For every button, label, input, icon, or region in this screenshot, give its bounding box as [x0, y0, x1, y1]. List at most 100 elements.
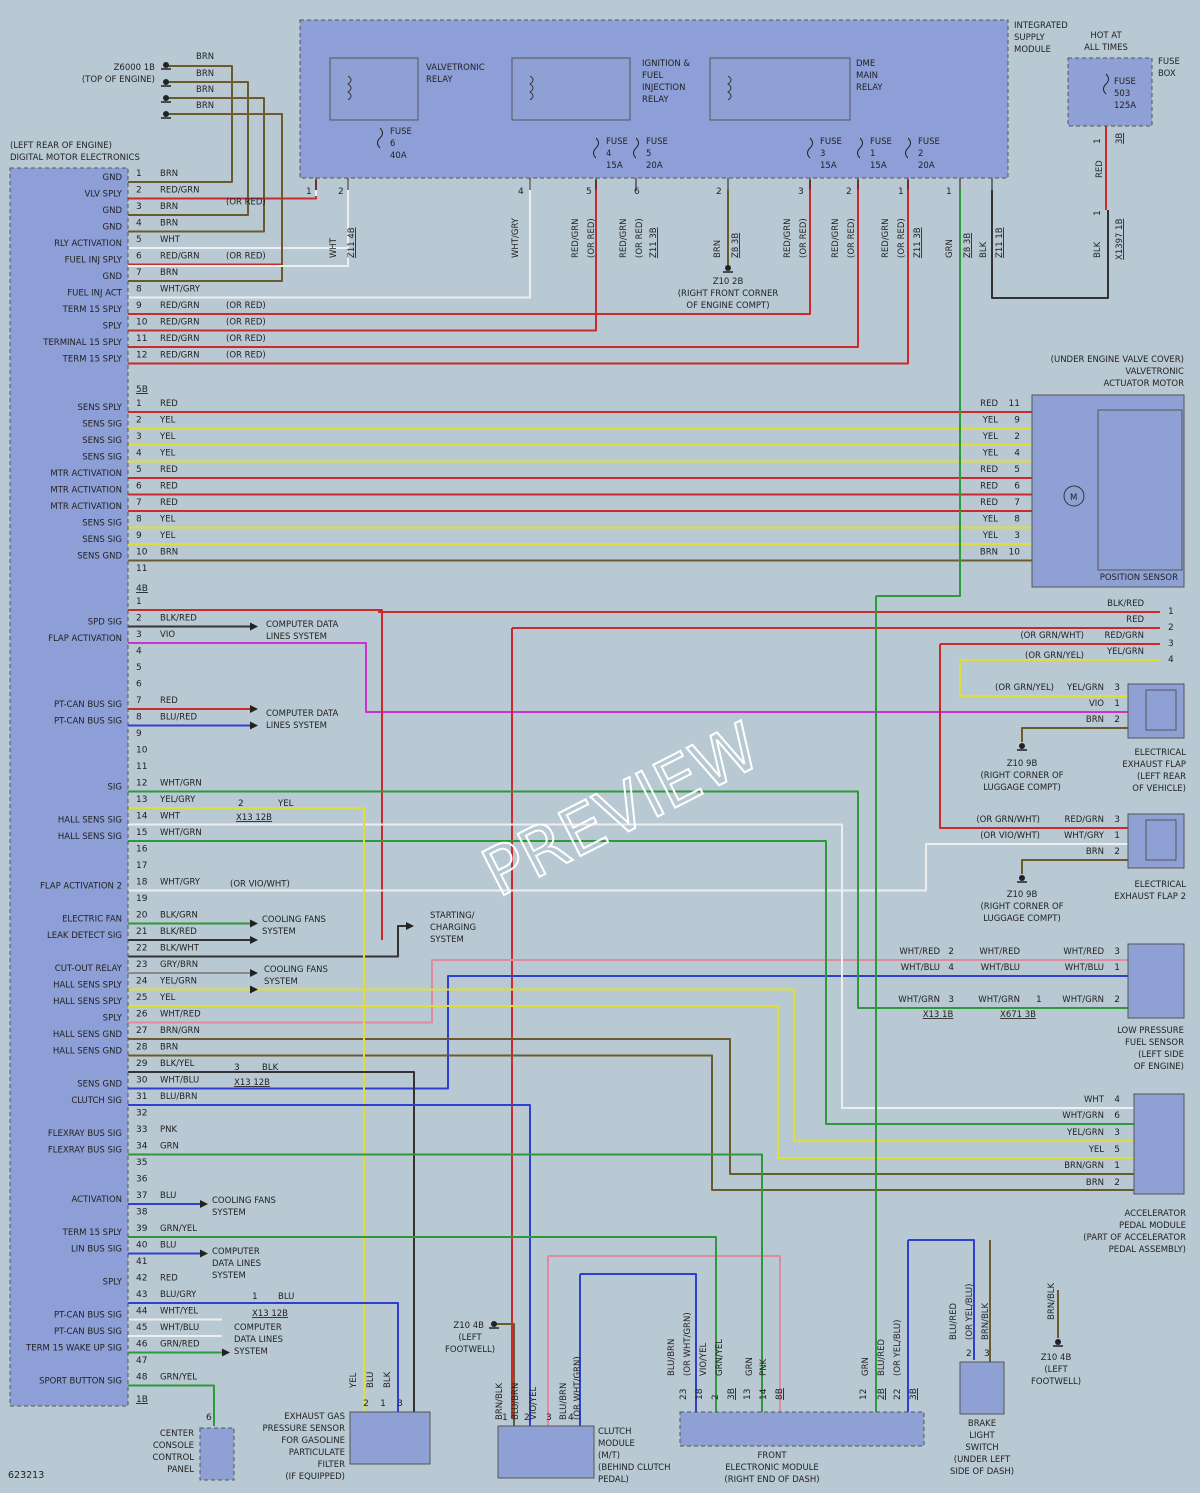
- wire-label: BLK: [262, 1063, 279, 1073]
- pin-label: GND: [103, 223, 123, 233]
- brake-light-switch: [959, 1361, 1005, 1415]
- pin-number: 2: [948, 947, 954, 957]
- wire-alt-label: (OR RED): [226, 301, 266, 311]
- dme-title: (LEFT REAR OF ENGINE): [10, 141, 112, 151]
- wire-label: RED: [160, 482, 178, 492]
- pin-number: 4: [948, 963, 954, 973]
- pin-label: PT-CAN BUS SIG: [54, 1327, 122, 1337]
- pin-number: 5: [136, 465, 142, 475]
- component-name: (PART OF ACCELERATOR: [1083, 1233, 1186, 1243]
- wire-label: VIO/YEL: [699, 1343, 709, 1376]
- component-name: MODULE: [1014, 45, 1051, 55]
- fem-wire: [876, 190, 961, 597]
- component-name: EXHAUST GAS: [284, 1412, 345, 1422]
- wire-label: BLU/RED: [160, 713, 198, 723]
- ism-wire: [991, 190, 1109, 299]
- component-name: LOW PRESSURE: [1117, 1026, 1184, 1036]
- wire-label: BLU: [366, 1372, 376, 1388]
- pin-number: 46: [136, 1340, 148, 1350]
- wire-label: BRN/BLK: [495, 1382, 505, 1420]
- wire-label: WHT/GRN: [978, 995, 1020, 1005]
- pin-number: 39: [136, 1224, 148, 1234]
- pin-label: HALL SENS SPLY: [53, 981, 123, 991]
- wire-label: BRN/BLK: [981, 1302, 991, 1340]
- pin-number: 1: [898, 187, 904, 197]
- wire-label: WHT/GRN: [1062, 995, 1104, 1005]
- pin-number: 44: [136, 1307, 148, 1317]
- wire-label: GRN: [745, 1357, 755, 1376]
- fuse-icon: [807, 137, 813, 159]
- ground-label: Z10 9B: [1007, 890, 1038, 900]
- dme-wire: [128, 180, 531, 299]
- component-name: ELECTRICAL: [1134, 880, 1186, 890]
- ground-wire: [1021, 727, 1140, 742]
- pin-number: 26: [136, 1010, 148, 1020]
- pin-number: 22: [893, 1389, 903, 1400]
- pin-number: 1: [306, 187, 312, 197]
- connector-label: X13 1B: [923, 1010, 954, 1020]
- center-console-control-panel: [199, 1427, 235, 1481]
- pin-number: 12: [136, 351, 147, 361]
- component-name: MODULE: [598, 1439, 635, 1449]
- fuse-label: 3: [820, 149, 825, 159]
- pin-number: 2: [716, 187, 722, 197]
- pin-number: 25: [136, 993, 147, 1003]
- pin-number: 23: [679, 1389, 689, 1400]
- component-name: BRAKE: [968, 1419, 996, 1429]
- motor-icon: [1063, 485, 1085, 507]
- system-ref-label: COOLING FANS: [264, 965, 328, 975]
- ground-wire: [1021, 859, 1140, 874]
- wire-label: BRN: [1086, 847, 1104, 857]
- wire-label: BLK: [1093, 241, 1103, 258]
- connector-label: X13 12B: [252, 1309, 288, 1319]
- system-ref-label: SYSTEM: [234, 1347, 268, 1357]
- arrow-icon: [250, 705, 258, 713]
- system-ref-label: SYSTEM: [212, 1208, 246, 1218]
- wire-label: BLU: [278, 1292, 294, 1302]
- relay-name: RELAY: [426, 75, 453, 85]
- pedal-wire: [128, 1038, 1134, 1175]
- pin-number: 10: [136, 746, 148, 756]
- wire-label: RED: [1095, 160, 1105, 178]
- splice-pin: 1: [252, 1292, 258, 1302]
- fuse-label: FUSE: [646, 137, 668, 147]
- system-ref-label: COOLING FANS: [262, 915, 326, 925]
- pin-number: 12: [136, 779, 147, 789]
- fuse-label: 20A: [918, 161, 935, 171]
- relay-name: RELAY: [856, 83, 883, 93]
- ground-label: Z6000 1B: [114, 63, 156, 73]
- ground-terminal-icon: [163, 95, 169, 101]
- wire-label: RED: [980, 465, 998, 475]
- fuse-label: 4: [606, 149, 611, 159]
- fuse-label: FUSE: [820, 137, 842, 147]
- pin-label: HALL SENS GND: [53, 1030, 123, 1040]
- system-ref-label: COMPUTER DATA: [266, 709, 339, 719]
- front-electronic-module: [679, 1411, 925, 1447]
- pin-number: 9: [136, 301, 142, 311]
- pin-number: 27: [136, 1026, 147, 1036]
- wire-label: BLU/BRN: [160, 1092, 197, 1102]
- wire-label: RED/GRN: [881, 218, 891, 258]
- pin-number: 17: [136, 861, 147, 871]
- fuse-label: 5: [646, 149, 651, 159]
- wire-label: BRN: [160, 268, 178, 278]
- wire-alt-label: (OR RED): [226, 252, 266, 262]
- pin-label: LIN BUS SIG: [71, 1245, 122, 1255]
- relay-box: [511, 57, 631, 121]
- fuse-label: 20A: [646, 161, 663, 171]
- pin-number: 7: [136, 696, 142, 706]
- system-ref-label: SYSTEM: [264, 977, 298, 987]
- pin-number: 2: [1114, 1178, 1120, 1188]
- pin-label: LEAK DETECT SIG: [47, 931, 122, 941]
- sensor-wire: [128, 807, 365, 1412]
- fuse-icon: [377, 127, 383, 149]
- component-name: OF VEHICLE): [1132, 784, 1186, 794]
- wire-label: GRN/YEL: [715, 1339, 725, 1376]
- sport-button-wire: [128, 1384, 215, 1426]
- ref-wire: [128, 925, 406, 958]
- wire-label: GRN/YEL: [160, 1224, 197, 1234]
- pin-number: 4: [1014, 449, 1020, 459]
- pin-label: HALL SENS GND: [53, 1047, 123, 1057]
- fuse-label: 6: [390, 139, 395, 149]
